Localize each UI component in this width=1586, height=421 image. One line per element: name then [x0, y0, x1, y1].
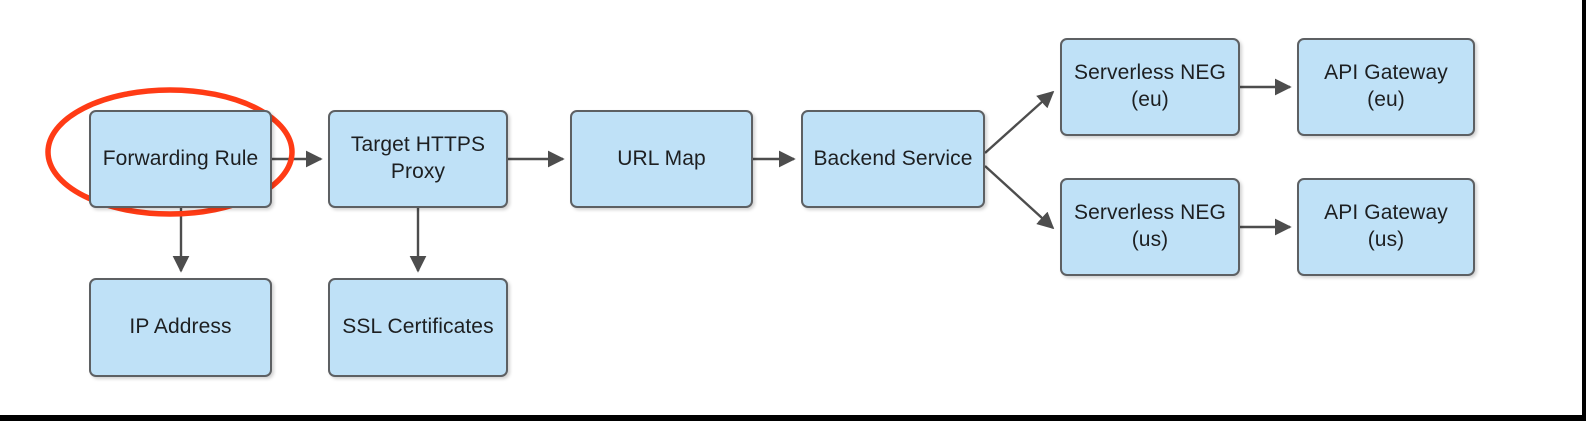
edge-backend-service-to-serverless-neg-eu — [984, 90, 1055, 154]
node-target-https-proxy[interactable]: Target HTTPS Proxy — [328, 110, 508, 208]
node-ssl-certificates[interactable]: SSL Certificates — [328, 278, 508, 377]
node-serverless-neg-us[interactable]: Serverless NEG (us) — [1060, 178, 1240, 276]
node-api-gateway-eu[interactable]: API Gateway (eu) — [1297, 38, 1475, 136]
frame-edge-right — [1582, 0, 1586, 421]
node-forwarding-rule[interactable]: Forwarding Rule — [89, 110, 272, 208]
frame-edge-bottom — [0, 415, 1586, 421]
node-url-map[interactable]: URL Map — [570, 110, 753, 208]
highlight-ellipse-forwarding-rule — [45, 87, 295, 217]
node-backend-service[interactable]: Backend Service — [801, 110, 985, 208]
node-api-gateway-us[interactable]: API Gateway (us) — [1297, 178, 1475, 276]
edge-backend-service-to-serverless-neg-us — [984, 165, 1055, 230]
node-serverless-neg-eu[interactable]: Serverless NEG (eu) — [1060, 38, 1240, 136]
node-ip-address[interactable]: IP Address — [89, 278, 272, 377]
